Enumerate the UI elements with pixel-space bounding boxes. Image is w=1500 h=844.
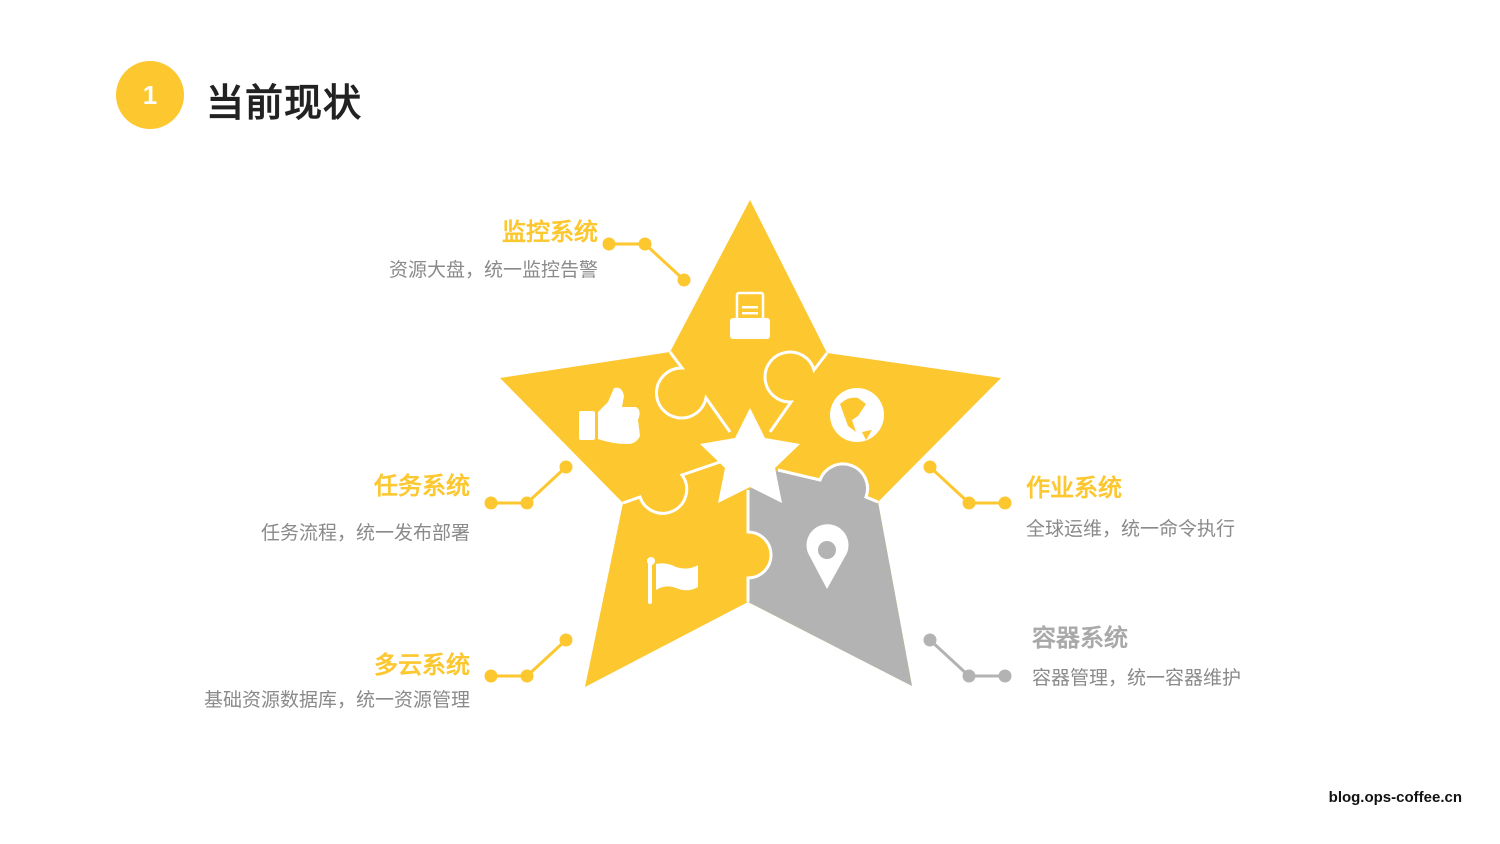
item-desc-task: 任务流程，统一发布部署: [260, 522, 470, 544]
connector-container: [923, 633, 1012, 683]
item-title-task: 任务系统: [374, 472, 470, 500]
thumbs-up-icon: [579, 387, 640, 444]
item-desc-monitor: 资源大盘，统一监控告警: [388, 259, 598, 281]
item-title-job: 作业系统: [1026, 474, 1122, 502]
connector-cloud: [484, 633, 573, 683]
connector-job: [923, 460, 1012, 510]
section-number-badge: 1: [116, 61, 184, 129]
connector-task: [484, 460, 573, 510]
map-pin-icon: [806, 524, 849, 589]
file-tray-icon: [730, 291, 770, 339]
item-desc-cloud: 基础资源数据库，统一资源管理: [203, 689, 470, 711]
center-star-icon: [700, 408, 800, 503]
flag-icon: [647, 557, 698, 604]
item-desc-container: 容器管理，统一容器维护: [1032, 667, 1242, 689]
item-title-monitor: 监控系统: [502, 218, 598, 246]
item-desc-job: 全球运维，统一命令执行: [1026, 518, 1236, 540]
item-title-container: 容器系统: [1032, 624, 1128, 652]
globe-icon: [830, 388, 884, 442]
page-title: 当前现状: [206, 81, 363, 125]
footer-url: blog.ops-coffee.cn: [1328, 789, 1462, 806]
connector-monitor: [602, 237, 691, 287]
item-title-cloud: 多云系统: [374, 651, 470, 679]
